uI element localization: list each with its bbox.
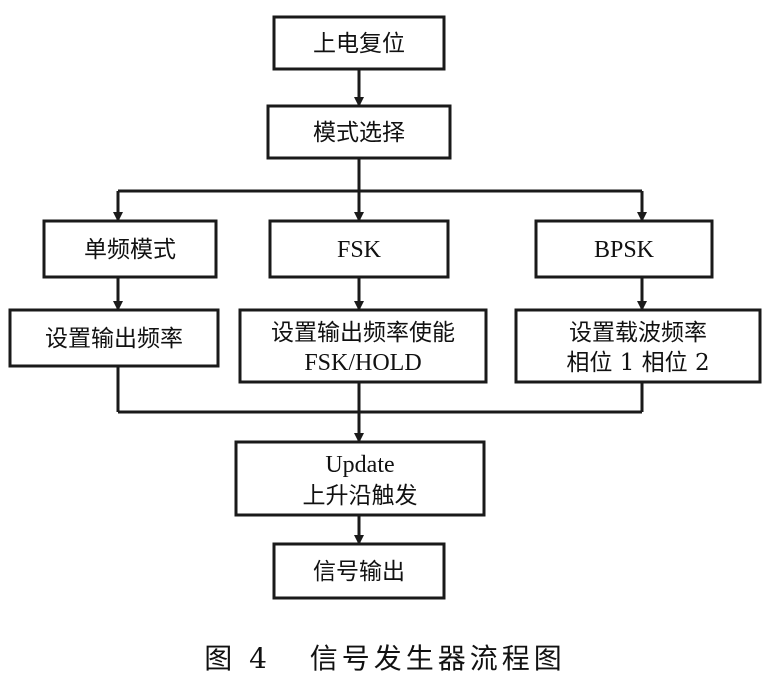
node-fsk: FSK [268,219,450,279]
node-fsk-label: FSK [337,237,382,263]
node-single-freq-label: 单频模式 [84,237,176,263]
node-signal-output-label: 信号输出 [313,559,405,585]
node-bpsk: BPSK [534,219,714,279]
node-set-freq: 设置输出频率 [8,308,220,368]
connectors [113,69,647,545]
node-set-carrier-line2: 相位 1 相位 2 [566,350,709,376]
node-set-freq-label: 设置输出频率 [45,326,183,352]
node-bpsk-label: BPSK [594,237,655,263]
node-set-freq-enable-line2: FSK/HOLD [304,350,421,376]
node-power-reset-label: 上电复位 [313,31,405,57]
node-set-carrier: 设置载波频率 相位 1 相位 2 [514,308,762,384]
node-set-carrier-line1: 设置载波频率 [569,320,707,346]
node-set-freq-enable-line1: 设置输出频率使能 [271,320,455,346]
node-update-line2: 上升沿触发 [303,483,418,509]
figure-caption: 图 4 信号发生器流程图 [204,642,565,675]
node-signal-output: 信号输出 [272,542,446,600]
node-set-freq-enable: 设置输出频率使能 FSK/HOLD [238,308,488,384]
node-mode-select-label: 模式选择 [313,120,405,146]
node-update: Update 上升沿触发 [234,440,486,517]
node-mode-select: 模式选择 [266,104,452,160]
node-update-line1: Update [325,452,394,478]
node-power-reset: 上电复位 [272,15,446,71]
node-single-freq: 单频模式 [42,219,218,279]
